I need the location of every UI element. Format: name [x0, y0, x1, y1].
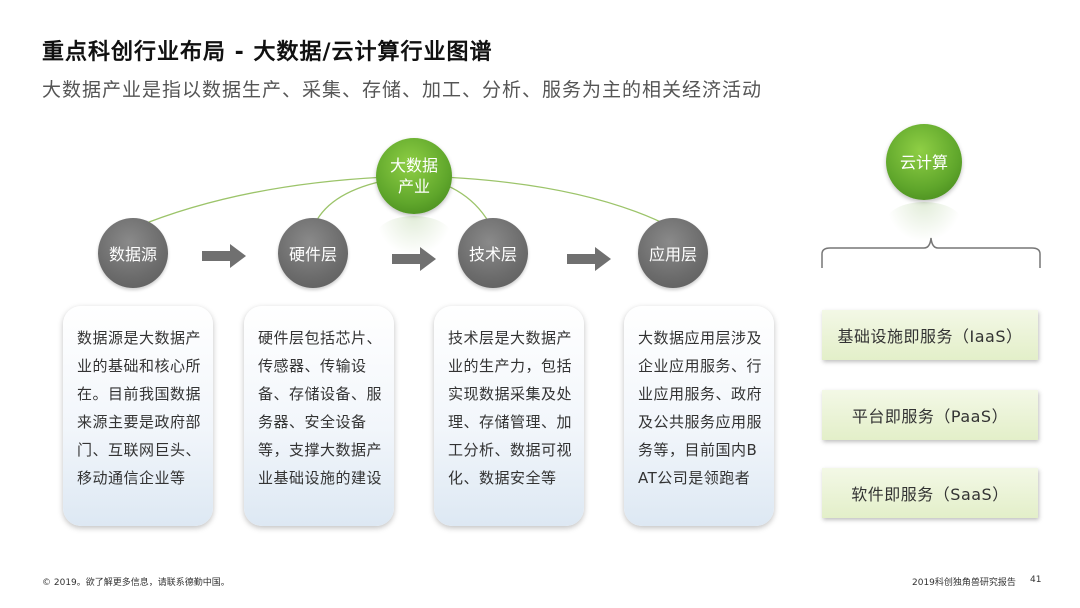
- bigdata-root-reflection: [376, 216, 452, 256]
- cloud-root-node: 云计算: [886, 124, 962, 200]
- bigdata-root-node: 大数据 产业: [376, 138, 452, 214]
- stage-node-app: 应用层: [638, 218, 708, 288]
- cloud-root-label: 云计算: [899, 152, 948, 172]
- stage-desc-tech: 技术层是大数据产业的生产力，包括实现数据采集及处理、存储管理、加工分析、数据可视…: [434, 306, 584, 526]
- connector-datasource: [133, 175, 415, 229]
- stage-label: 数据源: [108, 245, 157, 264]
- stage-desc-text: 数据源是大数据产业的基础和核心所在。目前我国数据来源主要是政府部门、互联网巨头、…: [77, 329, 202, 487]
- stage-desc-datasource: 数据源是大数据产业的基础和核心所在。目前我国数据来源主要是政府部门、互联网巨头、…: [63, 306, 213, 526]
- stage-node-hardware: 硬件层: [278, 218, 348, 288]
- cloud-service-iaas: 基础设施即服务（IaaS）: [822, 310, 1038, 360]
- arrow-right-icon: [392, 247, 436, 271]
- bigdata-root-label: 大数据 产业: [389, 156, 438, 196]
- cloud-service-paas: 平台即服务（PaaS）: [822, 390, 1038, 440]
- stage-label: 技术层: [468, 245, 517, 264]
- cloud-root-reflection: [886, 202, 962, 242]
- arrow-right-icon: [567, 247, 611, 271]
- stage-desc-hardware: 硬件层包括芯片、传感器、传输设备、存储设备、服务器、安全设备等，支撑大数据产业基…: [244, 306, 394, 526]
- footer-copyright: © 2019。欲了解更多信息，请联系德勤中国。: [42, 578, 230, 588]
- cloud-bracket: [821, 237, 1041, 268]
- stage-desc-text: 硬件层包括芯片、传感器、传输设备、存储设备、服务器、安全设备等，支撑大数据产业基…: [258, 329, 383, 487]
- footer-report-name: 2019科创独角兽研究报告: [912, 578, 1016, 588]
- stage-desc-text: 大数据应用层涉及企业应用服务、行业应用服务、政府及公共服务应用服务等，目前国内B…: [638, 329, 763, 487]
- stage-node-datasource: 数据源: [98, 218, 168, 288]
- stage-node-tech: 技术层: [458, 218, 528, 288]
- page-title: 重点科创行业布局 - 大数据/云计算行业图谱: [42, 40, 493, 65]
- arrow-right-icon: [202, 244, 246, 268]
- connector-app: [413, 175, 674, 229]
- stage-desc-app: 大数据应用层涉及企业应用服务、行业应用服务、政府及公共服务应用服务等，目前国内B…: [624, 306, 774, 526]
- footer-page-number: 41: [1030, 575, 1042, 585]
- page-subtitle: 大数据产业是指以数据生产、采集、存储、加工、分析、服务为主的相关经济活动: [42, 79, 763, 101]
- stage-label: 硬件层: [288, 245, 337, 264]
- stage-desc-text: 技术层是大数据产业的生产力，包括实现数据采集及处理、存储管理、加工分析、数据可视…: [448, 329, 573, 487]
- cloud-service-saas: 软件即服务（SaaS）: [822, 468, 1038, 518]
- stage-label: 应用层: [648, 245, 697, 264]
